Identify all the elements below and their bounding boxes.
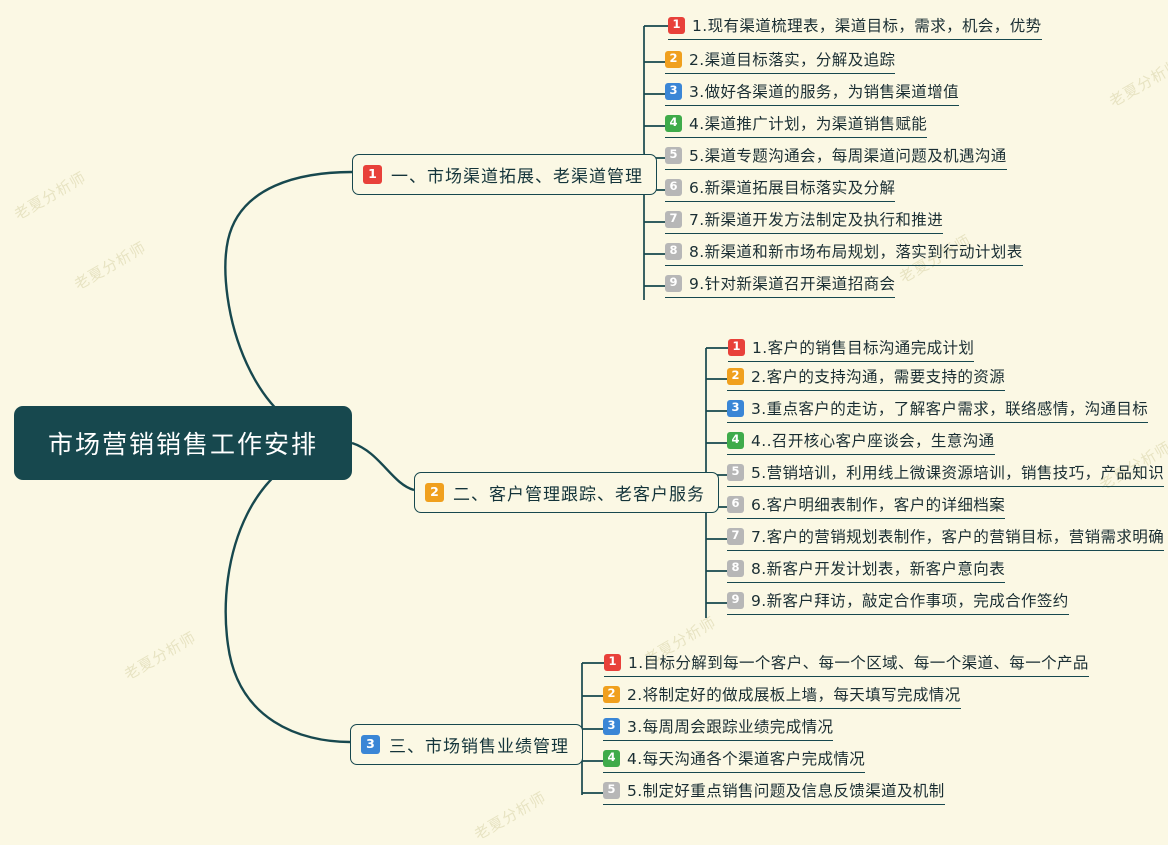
leaf-label: 9.新客户拜访，敲定合作事项，完成合作签约 [751, 592, 1069, 610]
leaf-badge: 8 [665, 242, 682, 260]
leaf-2-7[interactable]: 7 7.客户的营销规划表制作，客户的营销目标，营销需求明确 [727, 525, 1165, 551]
leaf-label: 5.制定好重点销售问题及信息反馈渠道及机制 [627, 782, 945, 800]
leaf-3-2[interactable]: 2 2.将制定好的做成展板上墙，每天填写完成情况 [603, 683, 961, 709]
leaf-label: 8.新客户开发计划表，新客户意向表 [751, 560, 1006, 578]
leaf-2-2[interactable]: 2 2.客户的支持沟通，需要支持的资源 [727, 365, 1006, 391]
branch-2-label: 二、客户管理跟踪、老客户服务 [453, 485, 705, 505]
leaf-1-4[interactable]: 4 4.渠道推广计划，为渠道销售赋能 [665, 112, 928, 138]
branch-1-badge: 1 [363, 165, 382, 184]
leaf-label: 6.客户明细表制作，客户的详细档案 [751, 496, 1006, 514]
leaf-1-2[interactable]: 2 2.渠道目标落实，分解及追踪 [665, 48, 896, 74]
branch-1-label: 一、市场渠道拓展、老渠道管理 [391, 167, 643, 187]
leaf-badge: 6 [727, 495, 744, 513]
leaf-label: 4.渠道推广计划，为渠道销售赋能 [689, 115, 928, 133]
leaf-badge: 2 [727, 367, 744, 385]
branch-node-3[interactable]: 3 三、市场销售业绩管理 [350, 724, 583, 765]
leaf-badge: 9 [665, 274, 682, 292]
branch-node-1[interactable]: 1 一、市场渠道拓展、老渠道管理 [352, 154, 657, 195]
leaf-badge: 1 [604, 653, 621, 671]
watermark-8: 老夏分析师 [471, 788, 550, 844]
leaf-1-3[interactable]: 3 3.做好各渠道的服务，为销售渠道增值 [665, 80, 959, 106]
leaf-label: 1.现有渠道梳理表，渠道目标，需求，机会，优势 [692, 17, 1042, 35]
leaf-badge: 5 [665, 146, 682, 164]
leaf-badge: 6 [665, 178, 682, 196]
branch-node-2[interactable]: 2 二、客户管理跟踪、老客户服务 [414, 472, 719, 513]
watermark-1: 老夏分析师 [11, 168, 90, 224]
central-node[interactable]: 市场营销销售工作安排 [14, 406, 352, 480]
leaf-3-5[interactable]: 5 5.制定好重点销售问题及信息反馈渠道及机制 [603, 779, 945, 805]
leaf-badge: 5 [603, 781, 620, 799]
leaf-label: 2.将制定好的做成展板上墙，每天填写完成情况 [627, 686, 961, 704]
leaf-label: 7.客户的营销规划表制作，客户的营销目标，营销需求明确 [751, 528, 1165, 546]
branch-3-badge: 3 [361, 735, 380, 754]
leaf-badge: 5 [727, 463, 744, 481]
leaf-badge: 3 [603, 717, 620, 735]
watermark-2: 老夏分析师 [71, 238, 150, 294]
leaf-label: 9.针对新渠道召开渠道招商会 [689, 275, 896, 293]
leaf-1-8[interactable]: 8 8.新渠道和新市场布局规划，落实到行动计划表 [665, 240, 1023, 266]
branch-2-badge: 2 [425, 483, 444, 502]
leaf-badge: 2 [665, 50, 682, 68]
leaf-label: 3.重点客户的走访，了解客户需求，联络感情，沟通目标 [751, 400, 1149, 418]
leaf-label: 6.新渠道拓展目标落实及分解 [689, 179, 896, 197]
mindmap-canvas: 老夏分析师老夏分析师老夏分析师老夏分析师老夏分析师老夏分析师老夏分析师老夏分析师… [11, 14, 1168, 844]
leaf-badge: 7 [665, 210, 682, 228]
leaf-label: 4.每天沟通各个渠道客户完成情况 [627, 750, 866, 768]
leaf-3-4[interactable]: 4 4.每天沟通各个渠道客户完成情况 [603, 747, 866, 773]
watermark-4: 老夏分析师 [1106, 55, 1168, 111]
leaf-2-4[interactable]: 4 4..召开核心客户座谈会，生意沟通 [727, 429, 995, 455]
leaf-label: 1.客户的销售目标沟通完成计划 [752, 339, 975, 357]
leaf-1-1[interactable]: 1 1.现有渠道梳理表，渠道目标，需求，机会，优势 [668, 14, 1042, 40]
watermark-5: 老夏分析师 [121, 628, 200, 684]
leaf-3-3[interactable]: 3 3.每周周会跟踪业绩完成情况 [603, 715, 834, 741]
leaf-2-6[interactable]: 6 6.客户明细表制作，客户的详细档案 [727, 493, 1006, 519]
leaf-label: 2.渠道目标落实，分解及追踪 [689, 51, 896, 69]
leaf-label: 2.客户的支持沟通，需要支持的资源 [751, 368, 1006, 386]
leaf-badge: 2 [603, 685, 620, 703]
leaf-label: 3.每周周会跟踪业绩完成情况 [627, 718, 834, 736]
leaf-badge: 9 [727, 591, 744, 609]
central-node-label: 市场营销销售工作安排 [47, 430, 318, 459]
leaf-badge: 4 [727, 431, 744, 449]
leaf-2-9[interactable]: 9 9.新客户拜访，敲定合作事项，完成合作签约 [727, 589, 1069, 615]
leaf-2-3[interactable]: 3 3.重点客户的走访，了解客户需求，联络感情，沟通目标 [727, 397, 1149, 423]
leaf-2-5[interactable]: 5 5.营销培训，利用线上微课资源培训，销售技巧，产品知识 [727, 461, 1165, 487]
leaf-badge: 1 [668, 16, 685, 34]
leaf-label: 5.营销培训，利用线上微课资源培训，销售技巧，产品知识 [751, 464, 1165, 482]
leaf-1-7[interactable]: 7 7.新渠道开发方法制定及执行和推进 [665, 208, 944, 234]
leaf-badge: 3 [727, 399, 744, 417]
leaf-badge: 7 [727, 527, 744, 545]
leaf-badge: 1 [728, 338, 745, 356]
leaf-3-1[interactable]: 1 1.目标分解到每一个客户、每一个区域、每一个渠道、每一个产品 [604, 651, 1089, 677]
leaf-label: 3.做好各渠道的服务，为销售渠道增值 [689, 83, 959, 101]
leaf-2-1[interactable]: 1 1.客户的销售目标沟通完成计划 [728, 336, 975, 362]
leaf-1-9[interactable]: 9 9.针对新渠道召开渠道招商会 [665, 272, 896, 298]
leaf-label: 1.目标分解到每一个客户、每一个区域、每一个渠道、每一个产品 [628, 654, 1089, 672]
leaf-label: 5.渠道专题沟通会，每周渠道问题及机遇沟通 [689, 147, 1007, 165]
leaf-badge: 3 [665, 82, 682, 100]
leaf-1-6[interactable]: 6 6.新渠道拓展目标落实及分解 [665, 176, 896, 202]
leaf-2-8[interactable]: 8 8.新客户开发计划表，新客户意向表 [727, 557, 1006, 583]
leaf-label: 4..召开核心客户座谈会，生意沟通 [751, 432, 995, 450]
leaf-label: 8.新渠道和新市场布局规划，落实到行动计划表 [689, 243, 1023, 261]
leaf-badge: 4 [603, 749, 620, 767]
leaf-badge: 4 [665, 114, 682, 132]
leaf-badge: 8 [727, 559, 744, 577]
branch-3-label: 三、市场销售业绩管理 [389, 737, 569, 757]
leaf-label: 7.新渠道开发方法制定及执行和推进 [689, 211, 944, 229]
leaf-1-5[interactable]: 5 5.渠道专题沟通会，每周渠道问题及机遇沟通 [665, 144, 1007, 170]
